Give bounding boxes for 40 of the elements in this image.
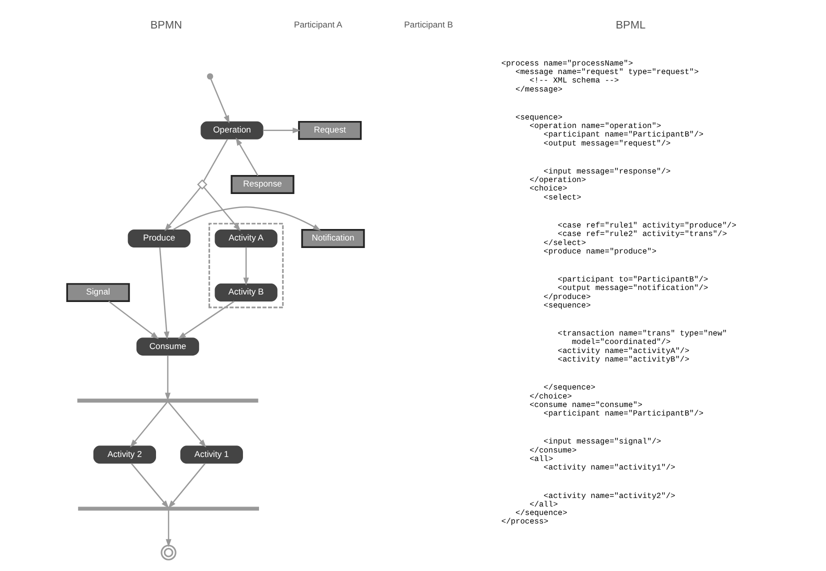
label: <input message="signal"/> — [543, 438, 661, 447]
label: Participant B — [404, 20, 452, 30]
label: <output message="notification"/> — [557, 284, 708, 294]
label: <sequence> — [514, 113, 562, 122]
label: </sequence> — [543, 384, 595, 393]
label: <choice> — [529, 184, 567, 194]
label: <message name="request" type="request"> — [514, 68, 698, 78]
label: <sequence> — [543, 301, 590, 310]
label: </sequence> — [514, 508, 567, 518]
label: <!-- XML schema --> — [529, 76, 618, 86]
label: </message> — [514, 85, 562, 94]
label: <participant name="ParticipantB"/> — [543, 410, 703, 419]
label: <case ref="rule1" activity="produce"/> — [557, 222, 736, 231]
label: <input message="response"/> — [543, 168, 670, 177]
label: <participant to="ParticipantB"/> — [557, 276, 708, 285]
label: <participant name="ParticipantB"/> — [543, 130, 703, 140]
label: <output message="request"/> — [543, 139, 670, 148]
label: Participant A — [293, 20, 342, 30]
label: </select> — [543, 238, 586, 248]
label: </operation> — [529, 176, 586, 186]
label: BPMN — [150, 19, 182, 32]
label: <case ref="rule2" activity="trans"/> — [557, 230, 726, 240]
label: <transaction name="trans" type="new" — [557, 330, 726, 339]
label: <activity name="activity2"/> — [543, 492, 675, 501]
label: <process name="processName"> — [500, 59, 632, 68]
label: <produce name="produce"> — [543, 247, 656, 256]
label: BPML — [615, 19, 646, 32]
label: </consume> — [529, 446, 576, 456]
label: </choice> — [529, 392, 572, 402]
label: <all> — [529, 454, 553, 464]
label: <activity name="activity1"/> — [543, 464, 675, 473]
label: </produce> — [543, 292, 590, 302]
label: model="coordinated"/> — [571, 338, 670, 348]
label: </all> — [529, 500, 558, 510]
label: <consume name="consume"> — [529, 400, 642, 410]
label: <activity name="activityA"/> — [557, 346, 689, 356]
label: <operation name="operation"> — [529, 122, 661, 132]
label: </process> — [500, 518, 548, 527]
label: <select> — [543, 193, 581, 202]
label: <activity name="activityB"/> — [557, 355, 689, 364]
